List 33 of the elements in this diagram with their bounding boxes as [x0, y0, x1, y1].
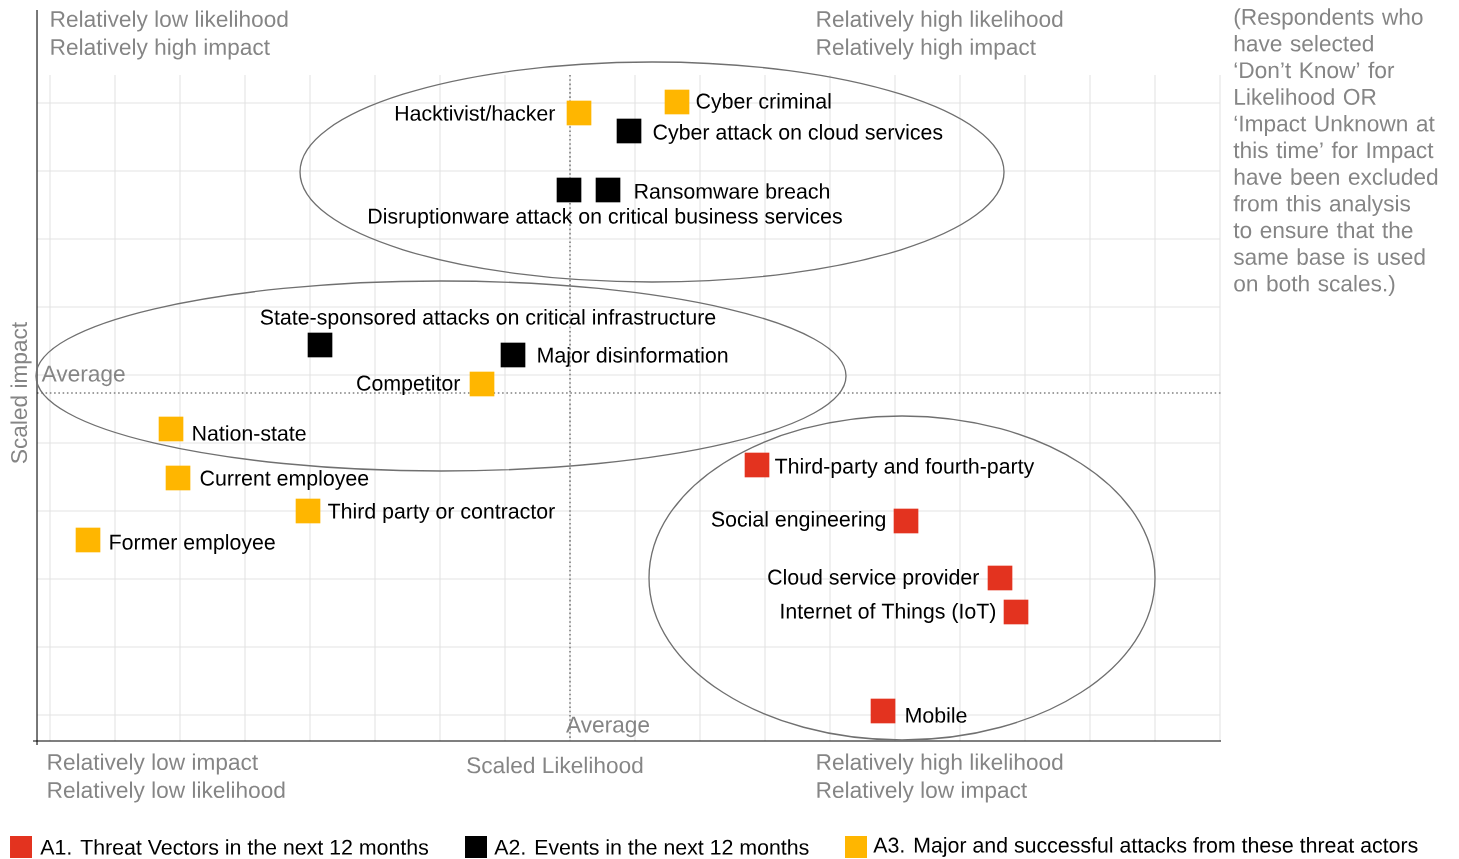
legend-label: A2. Events in the next 12 months [494, 839, 809, 855]
point-label: Third party or contractor [328, 503, 555, 523]
note: (Respondents who have selected ‘Don’t Know’ for Likelihood OR ‘Impact Unknown at this time’ for Impact have been excluded from this analysis to ensure that the same base is used on both scales.) [1233, 8, 1438, 297]
average-label: Average [41, 365, 125, 387]
point-label: Cloud service provider [768, 569, 979, 589]
quadrant-label: Relatively low likelihood [51, 10, 288, 32]
quadrant-label: Relatively low likelihood [48, 781, 285, 803]
point-label: State-sponsored attacks on critical infrastructure [260, 309, 716, 329]
point-label: Current employee [200, 470, 369, 490]
point-label: Internet of Things (IoT) [781, 603, 996, 623]
axis-title: Scaled Likelihood [467, 756, 643, 774]
legend-label: A3. Major and successful attacks from these threat actors [873, 837, 1418, 857]
point-label: Cyber criminal [696, 93, 831, 113]
point-label: Social engineering [711, 511, 885, 531]
axis-title: Scaled impact [10, 322, 32, 464]
point-label: Former employee [110, 534, 275, 554]
point-label: Nation-state [193, 425, 306, 441]
quadrant-label: Relatively high likelihood [817, 753, 1063, 775]
point-label: Major disinformation [538, 347, 728, 367]
quadrant-label: Relatively high likelihood [817, 10, 1063, 32]
point-label: Hacktivist/hacker [395, 105, 556, 121]
point-label: Third-party and fourth-party [775, 458, 1035, 478]
point-label: Cyber attack on cloud services [653, 124, 943, 144]
point-label: Competitor [357, 375, 461, 395]
point-label: Mobile [906, 707, 967, 723]
legend-label: A1. Threat Vectors in the next 12 months [40, 839, 428, 855]
quadrant-label: Relatively high impact [51, 38, 270, 60]
quadrant-label: Relatively low impact [817, 781, 1027, 803]
average-label: Average [566, 716, 649, 738]
point-label: Disruptionware attack on critical business services [369, 208, 842, 228]
point-label: Ransomware breach [635, 183, 829, 199]
quadrant-label: Relatively high impact [817, 38, 1036, 60]
quadrant-label: Relatively low impact [48, 753, 258, 775]
